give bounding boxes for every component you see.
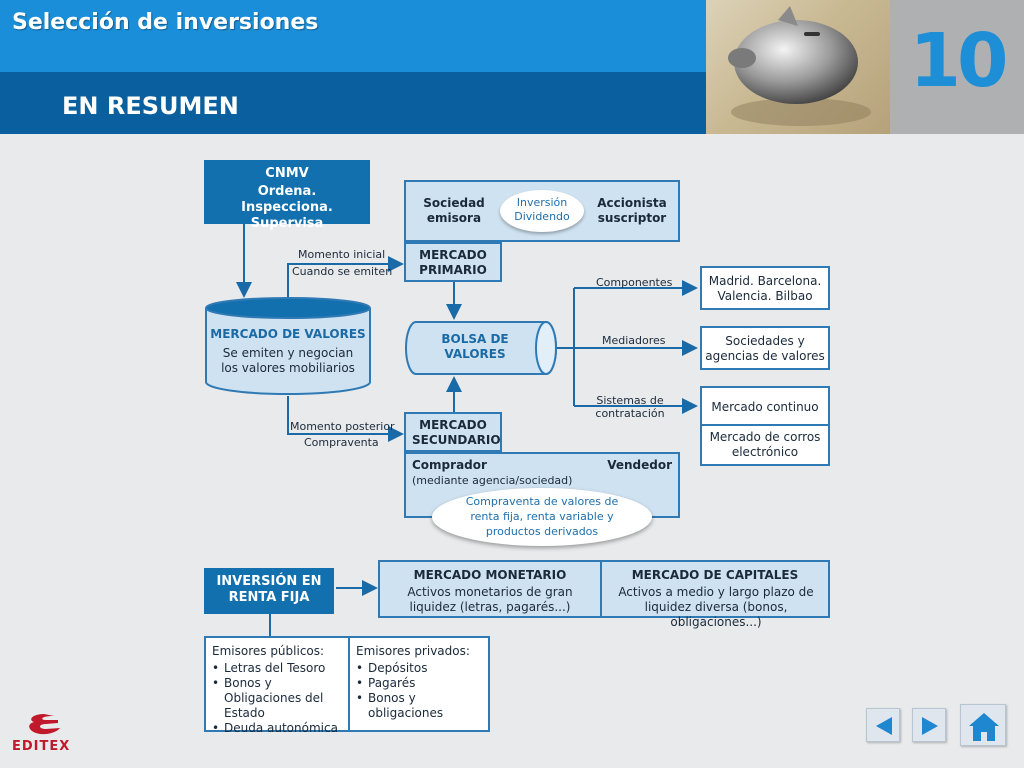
editex-logo: EDITEX (12, 712, 76, 758)
list-item: Bonos y Obligaciones del Estado (212, 676, 346, 721)
home-button[interactable] (960, 704, 1006, 746)
piggy-bank-icon (728, 6, 871, 126)
chapter-number: 10 (909, 18, 1009, 104)
cylinder-shape (205, 297, 371, 395)
chapter-panel: 10 (890, 0, 1024, 134)
markets-divider (600, 562, 602, 616)
stock-exchange-cylinder: BOLSA DE VALORES (404, 320, 558, 376)
section-bar (0, 72, 706, 134)
piggy-bank-image (706, 0, 890, 134)
buyer-label: Comprador (412, 458, 487, 472)
securities-market-body: Se emiten y negocian los valores mobilia… (221, 346, 355, 375)
issuer-label: Sociedad emisora (423, 196, 485, 225)
investment-dividend-oval: Inversión Dividendo (500, 190, 584, 232)
public-issuers-title: Emisores públicos: (212, 644, 325, 658)
list-item: Bonos y obligaciones (356, 691, 486, 721)
systems-box: Mercado continuo Mercado de corros elect… (700, 386, 830, 466)
house-icon (969, 713, 999, 741)
emission-box: Sociedad emisora Inversión Dividendo Acc… (404, 180, 680, 242)
public-issuers-list: Letras del Tesoro Bonos y Obligaciones d… (212, 661, 346, 736)
capital-market-title: MERCADO DE CAPITALES (631, 568, 799, 582)
next-button[interactable] (912, 708, 946, 742)
seller-label: Vendedor (607, 458, 672, 472)
buyer-note: (mediante agencia/sociedad) (412, 474, 573, 487)
cylinder-shape (405, 321, 557, 375)
mediators-label: Mediadores (602, 334, 666, 347)
cnmv-box: CNMV Ordena. Inspecciona. Supervisa (204, 160, 370, 231)
money-market-title: MERCADO MONETARIO (413, 568, 567, 582)
private-issuers-list: Depósitos Pagarés Bonos y obligaciones (356, 661, 486, 721)
capital-market-body: Activos a medio y largo plazo de liquide… (618, 585, 814, 629)
systems-label: Sistemas de contratación (595, 394, 665, 420)
securities-market-cylinder: MERCADO DE VALORES Se emiten y negocian … (204, 296, 372, 396)
when-issued-label: Cuando se emiten (292, 265, 393, 278)
section-title: EN RESUMEN (62, 92, 239, 120)
stock-exchange-label: BOLSA DE VALORES (441, 332, 509, 361)
issuers-divider (348, 638, 350, 730)
previous-button[interactable] (866, 708, 900, 742)
components-box: Madrid. Barcelona. Valencia. Bilbao (700, 266, 830, 310)
mediators-box: Sociedades y agencias de valores (700, 326, 830, 370)
private-issuers-title: Emisores privados: (356, 644, 470, 658)
money-market-body: Activos monetarios de gran liquidez (let… (407, 585, 573, 614)
primary-market-box: MERCADO PRIMARIO (404, 242, 502, 282)
secondary-market-box: MERCADO SECUNDARIO (404, 412, 502, 452)
issuers-box: Emisores públicos: Letras del Tesoro Bon… (204, 636, 490, 736)
later-moment-label: Momento posterior (290, 420, 395, 433)
list-item: Deuda autonómica (212, 721, 346, 736)
trade-oval: Compraventa de valores de renta fija, re… (432, 488, 652, 546)
header-bar (0, 0, 706, 72)
securities-market-title: MERCADO DE VALORES (210, 327, 366, 341)
cnmv-subtitle: Ordena. Inspecciona. Supervisa (241, 184, 333, 231)
fixed-income-box: INVERSIÓN EN RENTA FIJA (204, 568, 334, 614)
triangle-left-icon (876, 717, 892, 735)
list-item: Letras del Tesoro (212, 661, 346, 676)
list-item: Pagarés (356, 676, 486, 691)
components-label: Componentes (596, 276, 673, 289)
slide-title: Selección de inversiones (12, 10, 319, 35)
cnmv-title: CNMV (265, 166, 309, 181)
continuous-market-label: Mercado continuo (702, 388, 828, 426)
shareholder-label: Accionista suscriptor (597, 196, 667, 225)
editex-logo-icon (29, 714, 60, 735)
private-issuers: Emisores privados: Depósitos Pagarés Bon… (356, 644, 486, 721)
trading-label: Compraventa (304, 436, 379, 449)
public-issuers: Emisores públicos: Letras del Tesoro Bon… (212, 644, 346, 736)
triangle-right-icon (922, 717, 938, 735)
markets-box: MERCADO MONETARIO Activos monetarios de … (378, 560, 830, 629)
editex-logo-text: EDITEX (12, 739, 71, 754)
initial-moment-label: Momento inicial (298, 248, 386, 261)
electronic-floor-label: Mercado de corros electrónico (709, 430, 821, 459)
list-item: Depósitos (356, 661, 486, 676)
